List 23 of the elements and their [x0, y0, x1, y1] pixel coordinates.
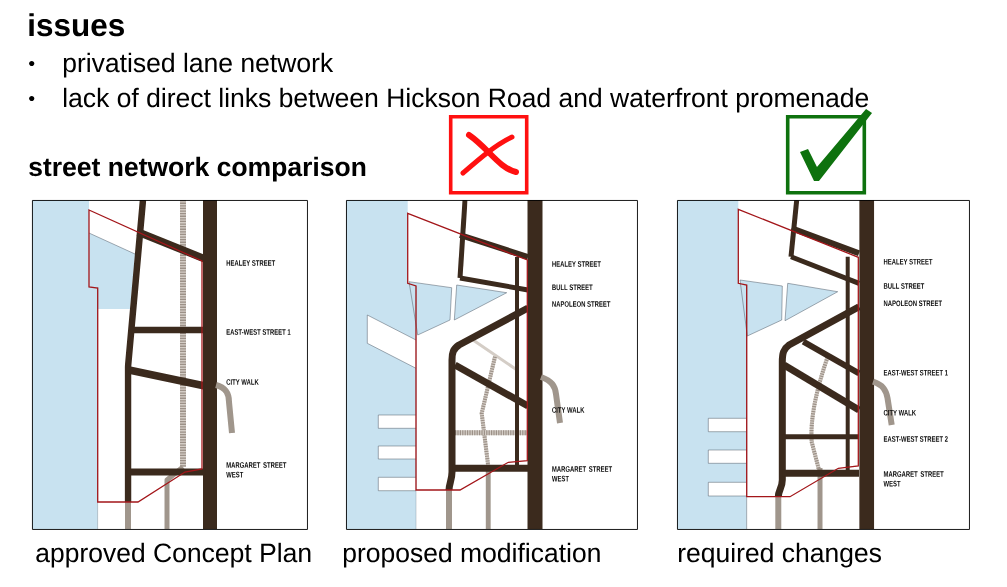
street-label: NAPOLEON STREET: [552, 301, 611, 307]
street-label: EAST-WEST STREET 2: [883, 436, 948, 442]
street-label: CITY WALK: [883, 409, 916, 416]
street-label: CITY WALK: [226, 379, 259, 385]
bullet-text: lack of direct links between Hickson Road and waterfront promenade: [64, 87, 869, 113]
street-label: EAST-WEST STREET 1: [883, 369, 948, 376]
street-label: BULL STREET: [552, 284, 593, 291]
street-label: HEALEY STREET: [883, 258, 933, 265]
street-label: BULL STREET: [883, 283, 925, 289]
street-label: HEALEY STREET: [226, 260, 276, 266]
title: issues: [29, 13, 124, 37]
street-label: MARGARET STREET WEST: [883, 471, 944, 487]
panel-label: proposed modification: [343, 542, 600, 568]
panel-label: required changes: [678, 542, 881, 568]
street-label: HEALEY STREET: [552, 261, 601, 267]
street-label: MARGARET STREET WEST: [226, 462, 287, 478]
street-label: MARGARET STREET WEST: [551, 466, 613, 482]
street-label: NAPOLEON STREET: [883, 300, 942, 307]
street-label: EAST-WEST STREET 1: [226, 329, 291, 335]
bullet-text: privatised lane network: [63, 52, 334, 78]
street-label: CITY WALK: [552, 407, 585, 413]
panel-label: approved Concept Plan: [36, 542, 311, 568]
heading: street network comparison: [29, 156, 366, 182]
